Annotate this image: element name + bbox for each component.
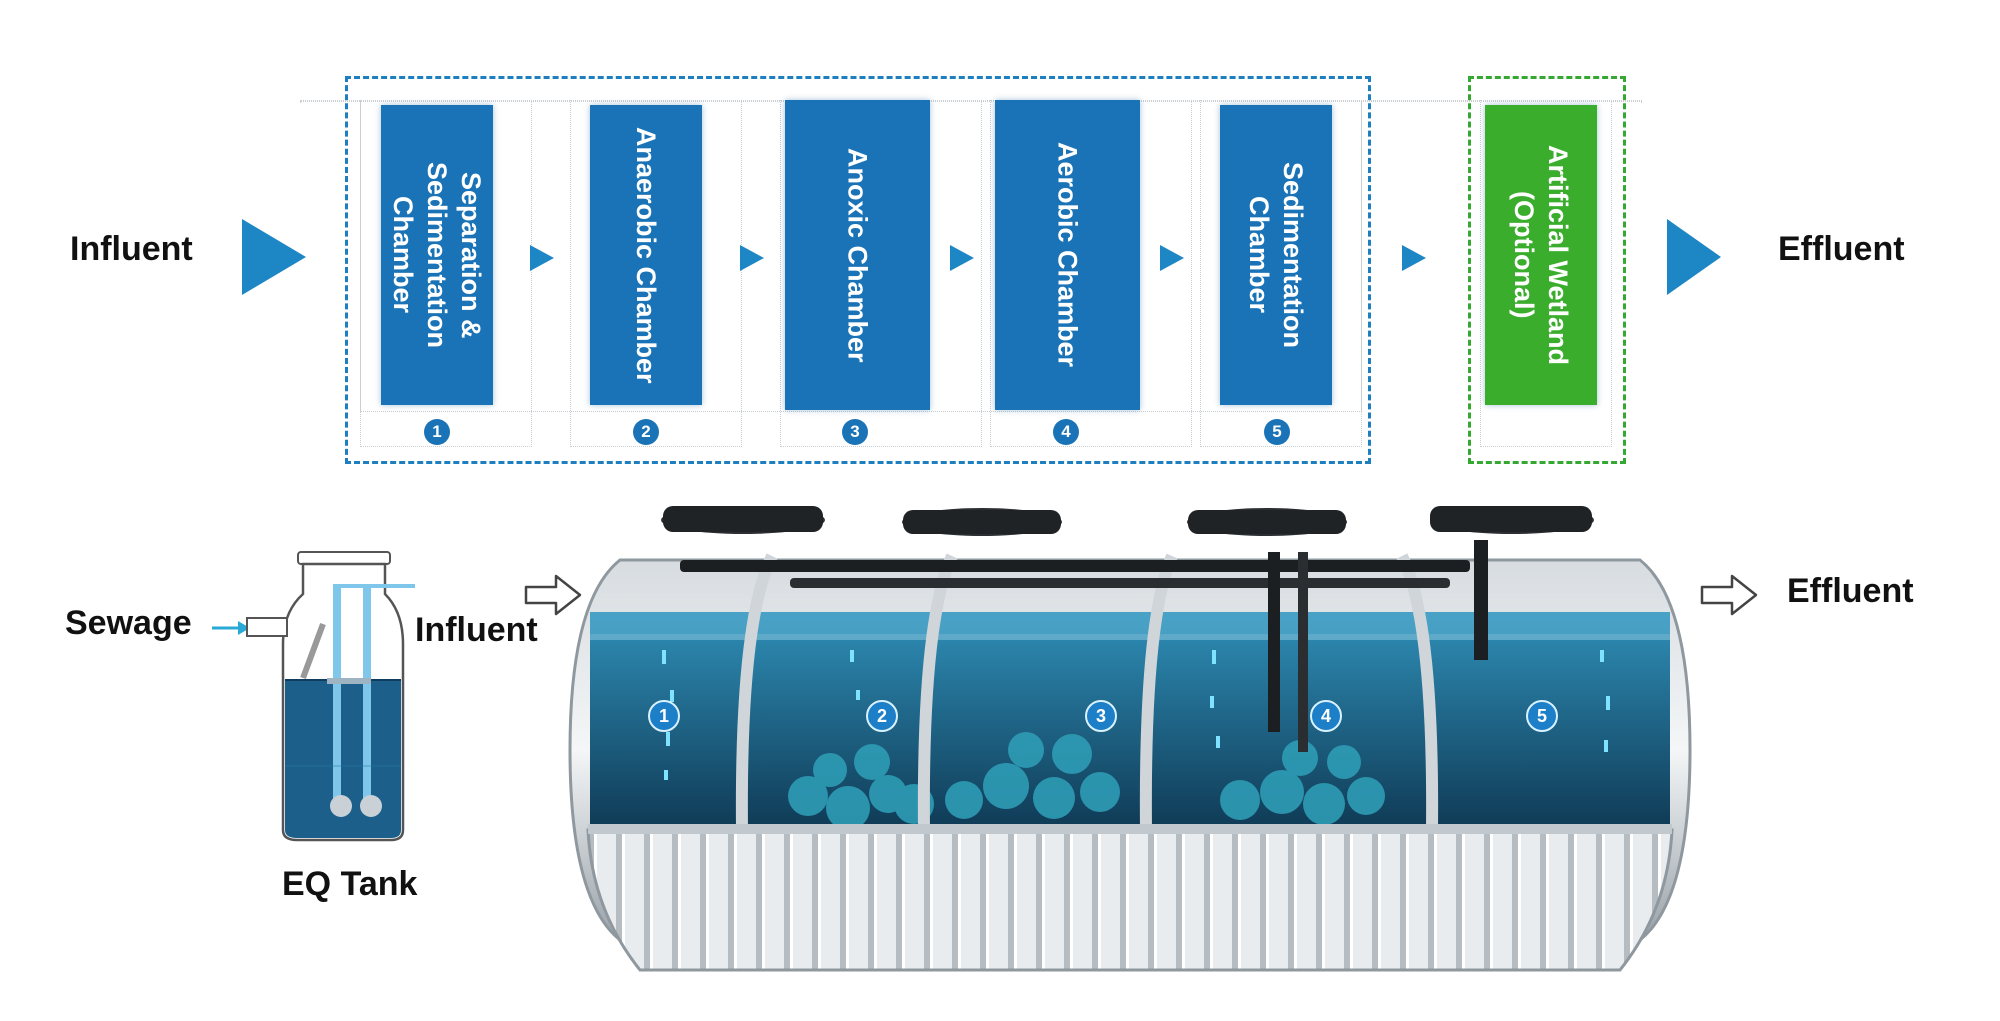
tank-compartment-2: 2 [866,700,898,732]
flow-arrow-4-5 [1160,245,1184,271]
tank-influent-arrow [524,574,582,616]
artificial-wetland: Artificial Wetland (Optional) [1485,105,1597,405]
anaerobic-chamber: Anaerobic Chamber [590,105,702,405]
flow-arrow-3-4 [950,245,974,271]
tank-compartment-4: 4 [1310,700,1342,732]
treatment-tank [568,506,1692,972]
step-number-5: 5 [1264,419,1290,445]
influent-arrow [242,219,306,295]
sewage-arrow [212,621,250,635]
separation-sedimentation-chamber: Separation & Sedimentation Chamber [381,105,493,405]
treatment-frame [345,76,1371,464]
tank-effluent-label: Effluent [1787,572,1914,610]
eq-tank-label: EQ Tank [282,865,418,903]
sewage-label: Sewage [65,604,192,642]
wetland-frame [1468,76,1626,464]
tank-compartment-1: 1 [648,700,680,732]
step-number-2: 2 [633,419,659,445]
eq-tank [246,551,415,842]
aerobic-chamber: Aerobic Chamber [995,100,1140,410]
effluent-label: Effluent [1778,230,1905,268]
step-number-4: 4 [1053,419,1079,445]
step-number-1: 1 [424,419,450,445]
effluent-arrow [1667,219,1721,295]
flow-arrow-2-3 [740,245,764,271]
influent-label: Influent [70,230,193,268]
flow-arrow-5-wetland [1402,245,1426,271]
tank-influent-label: Influent [415,611,538,649]
tank-compartment-3: 3 [1085,700,1117,732]
sedimentation-chamber: Sedimentation Chamber [1220,105,1332,405]
step-number-3: 3 [842,419,868,445]
anoxic-chamber: Anoxic Chamber [785,100,930,410]
flow-arrow-1-2 [530,245,554,271]
tank-compartment-5: 5 [1526,700,1558,732]
tank-effluent-arrow [1700,574,1758,616]
